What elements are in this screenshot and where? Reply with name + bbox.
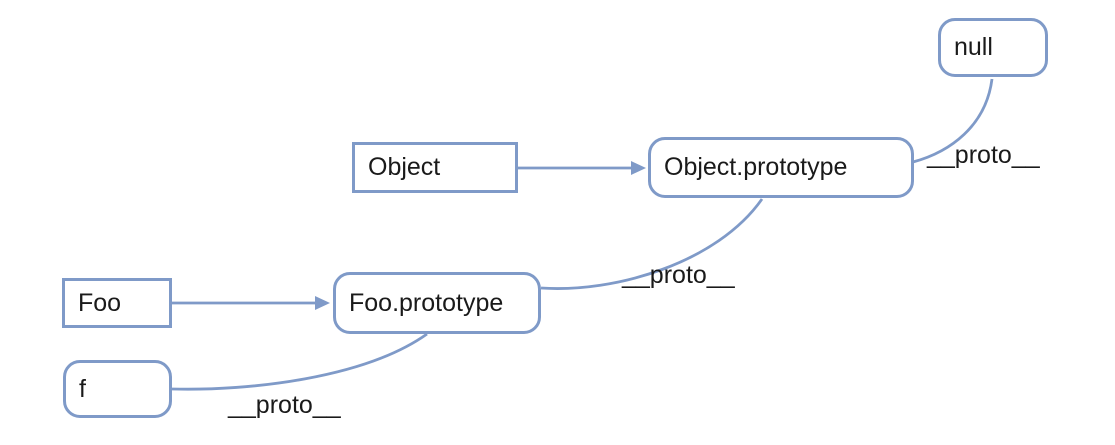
node-object: Object [352,142,518,193]
node-object-prototype: Object.prototype [648,137,914,198]
edge-label-proto-foo-prototype-to-object-prototype: __proto__ [622,261,735,289]
arrowhead-object-to-object-prototype-icon [631,161,646,175]
node-f-label: f [79,374,86,403]
edge-label-proto-f-to-foo-prototype: __proto__ [228,391,341,419]
edge-label-proto-object-prototype-to-null: __proto__ [927,141,1040,169]
node-foo-prototype-label: Foo.prototype [349,288,504,317]
node-object-label: Object [368,153,441,181]
node-foo: Foo [62,278,172,328]
node-null: null [938,18,1048,77]
edge-f-to-foo-prototype [171,332,428,391]
arrowhead-foo-to-foo-prototype-icon [315,296,330,310]
node-foo-label: Foo [78,288,122,317]
node-f: f [63,360,172,418]
node-foo-prototype: Foo.prototype [333,272,541,334]
node-null-label: null [954,33,993,61]
edge-object-prototype-to-null [912,78,994,164]
edge-foo-prototype-to-object-prototype [540,198,764,290]
node-object-prototype-label: Object.prototype [664,153,848,181]
